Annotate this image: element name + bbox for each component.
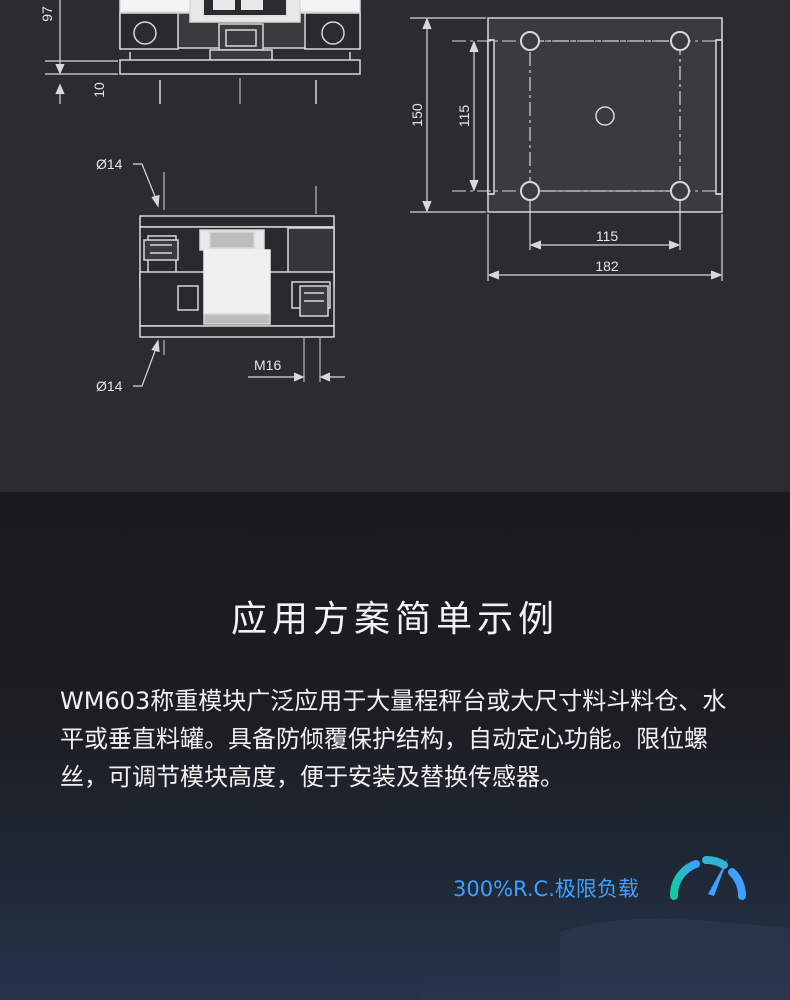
dim-label-97: 97	[39, 6, 55, 22]
dimension-115-vertical-lines	[469, 40, 479, 192]
diameter-leaders	[133, 163, 160, 387]
technical-drawing-panel: 97 10 150 115 115 182 M16 Ø14 Ø14	[0, 0, 790, 492]
dimension-drawing: 97 10 150 115 115 182 M16 Ø14 Ø14	[39, 0, 723, 394]
dim-label-115-vertical: 115	[456, 105, 472, 128]
dim-label-150: 150	[409, 103, 425, 127]
dim-label-diameter-top: Ø14	[96, 156, 123, 172]
dim-label-m16: M16	[254, 357, 281, 373]
dimension-150-lines	[410, 17, 486, 213]
background-silhouette	[0, 918, 790, 1000]
dim-label-10: 10	[91, 82, 107, 98]
dim-label-115-horizontal: 115	[596, 228, 619, 244]
load-capacity-label: 300%R.C.极限负载	[453, 877, 639, 901]
section-title: 应用方案简单示例	[230, 599, 559, 640]
module-side-view	[139, 172, 335, 382]
speedometer-gauge-icon	[670, 856, 747, 900]
dimension-182-lines	[487, 214, 723, 281]
application-section: 应用方案简单示例 WM603称重模块广泛应用于大量程秤台或大尺寸料斗料仓、水平或…	[0, 492, 790, 1000]
plate-top-view	[452, 17, 723, 213]
dimension-height-lines	[45, 0, 118, 104]
m16-dimension	[248, 372, 345, 382]
dimension-115-horizontal-lines	[529, 201, 681, 250]
section-description: WM603称重模块广泛应用于大量程秤台或大尺寸料斗料仓、水平或垂直料罐。具备防倾…	[60, 687, 727, 791]
module-front-view-top	[119, 0, 361, 104]
dim-label-182: 182	[595, 258, 619, 274]
dim-label-diameter-bottom: Ø14	[96, 378, 123, 394]
